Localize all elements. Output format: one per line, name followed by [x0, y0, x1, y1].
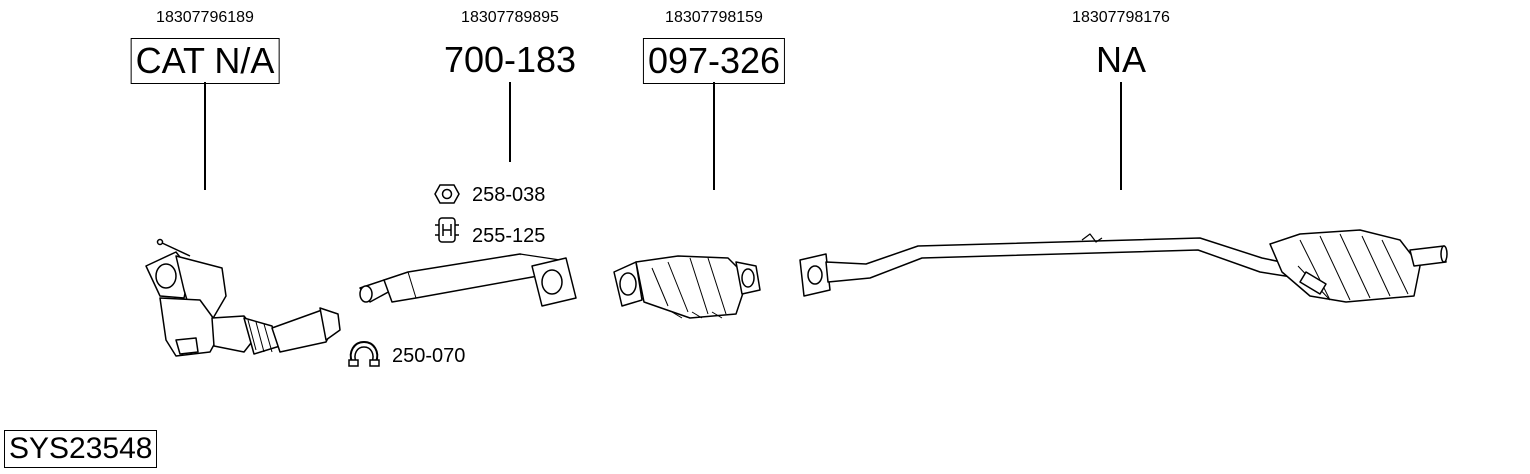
catalyst-drawing[interactable] [613, 255, 761, 319]
accessory-code-nut[interactable]: 258-038 [472, 184, 546, 206]
accessory-code-clamp[interactable]: 250-070 [392, 345, 466, 367]
accessory-code-hanger[interactable]: 255-125 [472, 225, 546, 247]
oem-number-4: 18307798176 [1072, 9, 1170, 26]
front-pipe-drawing[interactable] [359, 253, 577, 307]
part-number-1[interactable]: CAT N/A [130, 38, 280, 84]
leader-line-4 [1120, 82, 1122, 190]
system-id: SYS23548 [4, 430, 158, 468]
part-number-4[interactable]: NA [1095, 39, 1147, 80]
leader-line-1 [204, 82, 206, 190]
rubber-hanger-icon [435, 217, 459, 243]
part-number-2[interactable]: 700-183 [443, 39, 577, 80]
oem-number-3: 18307798159 [665, 9, 763, 26]
catalytic-converter-drawing[interactable] [145, 238, 341, 357]
rear-silencer-drawing[interactable] [799, 229, 1448, 303]
clamp-icon [348, 340, 380, 367]
leader-line-3 [713, 82, 715, 190]
leader-line-2 [509, 82, 511, 162]
nut-icon [434, 184, 460, 204]
oem-number-2: 18307789895 [461, 9, 559, 26]
oem-number-1: 18307796189 [156, 9, 254, 26]
